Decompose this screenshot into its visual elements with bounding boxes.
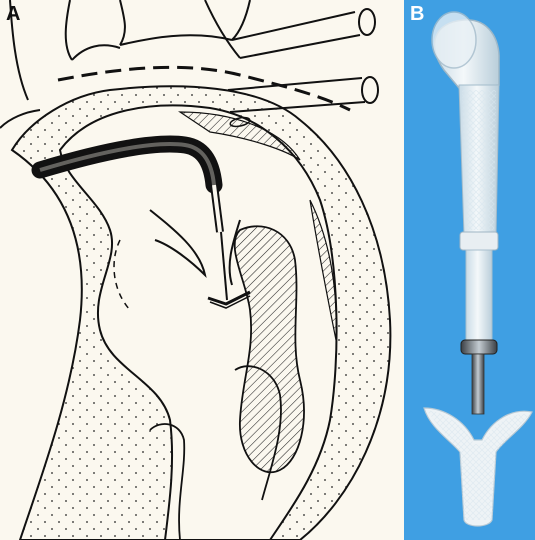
- panel-label-a: A: [6, 4, 20, 24]
- heart-drawing: [0, 0, 404, 540]
- panel-a-heart-illustration: A: [0, 0, 404, 540]
- device-drawing: [404, 0, 535, 540]
- device-shaft: [472, 354, 484, 414]
- device-collar: [460, 232, 498, 250]
- device-metal-band: [461, 340, 497, 354]
- panel-b-device-photo: B: [404, 0, 535, 540]
- panel-label-b: B: [410, 4, 424, 24]
